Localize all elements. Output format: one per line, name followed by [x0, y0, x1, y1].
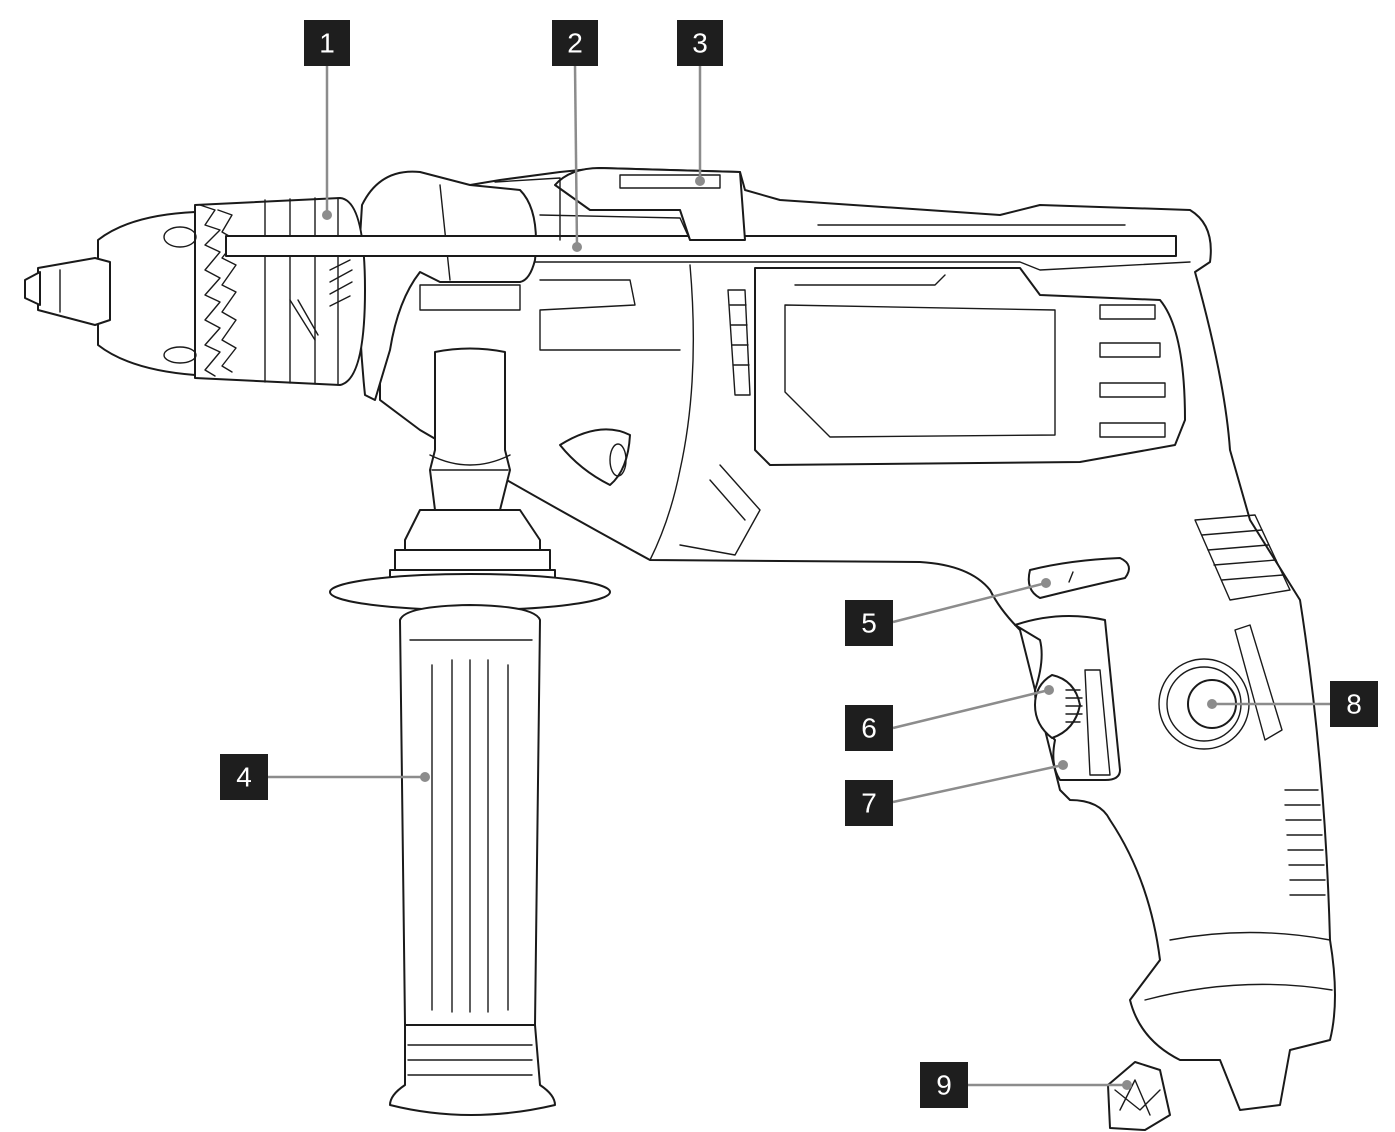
callout-badges: 1 2 3 4 5 6 7 8 [220, 20, 1378, 1108]
svg-text:7: 7 [861, 788, 877, 819]
callout-badge-7: 7 [845, 780, 893, 826]
drill-chuck [24, 197, 366, 386]
svg-text:5: 5 [861, 608, 877, 639]
callout-badge-2: 2 [552, 20, 598, 66]
leader-3-dot [695, 176, 705, 186]
leader-7-dot [1058, 760, 1068, 770]
leader-6-dot [1044, 685, 1054, 695]
leader-4-dot [420, 772, 430, 782]
callout-badge-9: 9 [920, 1062, 968, 1108]
gear-housing-inner [539, 279, 681, 351]
svg-text:2: 2 [567, 28, 583, 59]
svg-text:9: 9 [936, 1070, 952, 1101]
svg-text:8: 8 [1346, 689, 1362, 720]
leader-5 [892, 581, 1047, 624]
side-handle-collar [394, 549, 551, 571]
callout-badge-5: 5 [845, 600, 893, 646]
svg-text:6: 6 [861, 713, 877, 744]
leader-2 [573, 64, 579, 248]
cable-strain-relief [1107, 1061, 1171, 1131]
side-handle-neck [429, 347, 511, 511]
callout-badge-6: 6 [845, 705, 893, 751]
side-handle-end-cap [389, 1024, 556, 1116]
svg-text:4: 4 [236, 762, 252, 793]
housing-top-ridge [519, 261, 1191, 271]
leader-8-dot [1207, 699, 1217, 709]
callout-badge-8: 8 [1330, 681, 1378, 727]
leader-2-dot [572, 242, 582, 252]
leader-9-dot [1122, 1080, 1132, 1090]
gear-housing-line [649, 264, 695, 561]
callout-badge-3: 3 [677, 20, 723, 66]
motor-vent-panel [727, 267, 1186, 466]
callout-badge-1: 1 [304, 20, 350, 66]
drill-illustration [24, 167, 1336, 1131]
mode-selector [554, 167, 746, 241]
leader-1-dot [322, 210, 332, 220]
leader-7 [892, 763, 1064, 804]
svg-text:3: 3 [692, 28, 708, 59]
svg-text:1: 1 [319, 28, 335, 59]
leader-6 [892, 688, 1050, 730]
leader-5-dot [1041, 578, 1051, 588]
leader-lines [268, 64, 1330, 1090]
lock-button [1027, 557, 1130, 599]
callout-badge-4: 4 [220, 754, 268, 800]
